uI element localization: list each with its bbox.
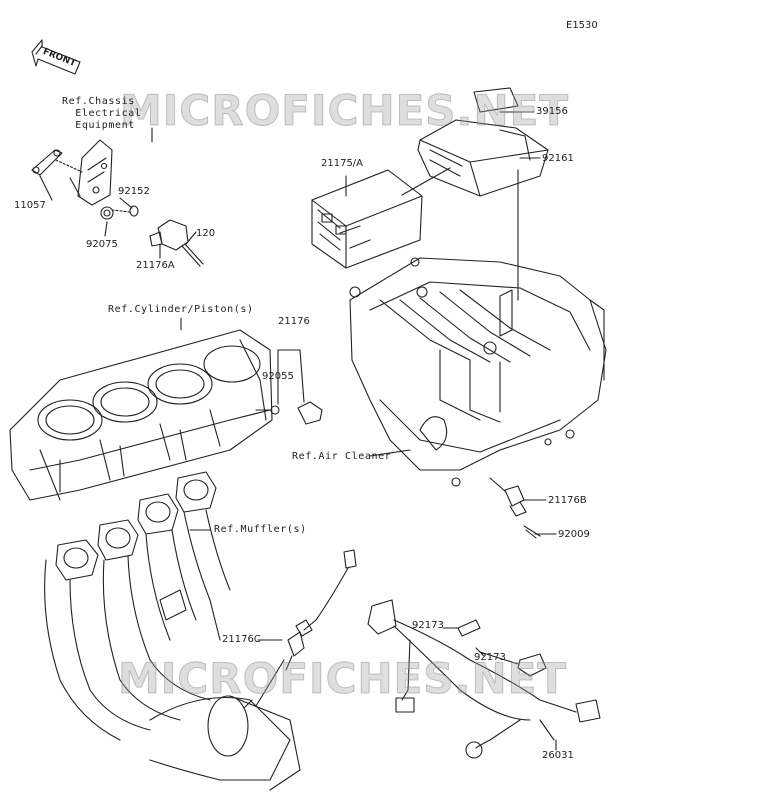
part-21175a[interactable]: 21175/A — [321, 158, 364, 169]
leader-lines — [39, 111, 557, 751]
part-21176c[interactable]: 21176C — [222, 634, 261, 645]
part-120[interactable]: 120 — [196, 228, 216, 239]
part-21176b[interactable]: 21176B — [548, 495, 587, 506]
part-11057[interactable]: 11057 — [14, 200, 46, 211]
sensor-21176 — [255, 349, 323, 425]
part-92075[interactable]: 92075 — [86, 239, 118, 250]
part-39156[interactable]: 39156 — [536, 106, 568, 117]
part-92173-lower[interactable]: 92173 — [474, 652, 506, 663]
part-21176[interactable]: 21176 — [278, 316, 310, 327]
ecu-unit — [311, 167, 451, 269]
part-92009[interactable]: 92009 — [558, 529, 590, 540]
bracket-assembly — [31, 139, 204, 267]
part-92055[interactable]: 92055 — [262, 371, 294, 382]
ref-muffler-label[interactable]: Ref.Muffler(s) — [214, 524, 307, 535]
watermark-top: MICROFICHES.NET — [120, 86, 569, 136]
part-21176a[interactable]: 21176A — [136, 260, 175, 271]
ecu-case — [417, 87, 549, 301]
sensor-21176b — [489, 477, 541, 539]
o2-sensor — [255, 549, 357, 707]
part-92161[interactable]: 92161 — [542, 153, 574, 164]
ref-cylinder-label[interactable]: Ref.Cylinder/Piston(s) — [108, 304, 254, 315]
front-arrow-icon — [31, 39, 81, 75]
watermark-bottom: MICROFICHES.NET — [118, 654, 567, 704]
wire-harness — [367, 599, 601, 759]
part-26031[interactable]: 26031 — [542, 750, 574, 761]
exhaust-headers — [44, 471, 301, 791]
part-92173-upper[interactable]: 92173 — [412, 620, 444, 631]
part-92152[interactable]: 92152 — [118, 186, 150, 197]
ref-chassis-label[interactable]: Ref.Chassis Electrical Equipment — [62, 96, 142, 131]
ref-air-cleaner-label[interactable]: Ref.Air Cleaner — [292, 451, 392, 462]
diagram-code: E1530 — [566, 20, 598, 31]
air-cleaner-housing — [349, 257, 607, 487]
cylinder-block — [9, 329, 273, 501]
